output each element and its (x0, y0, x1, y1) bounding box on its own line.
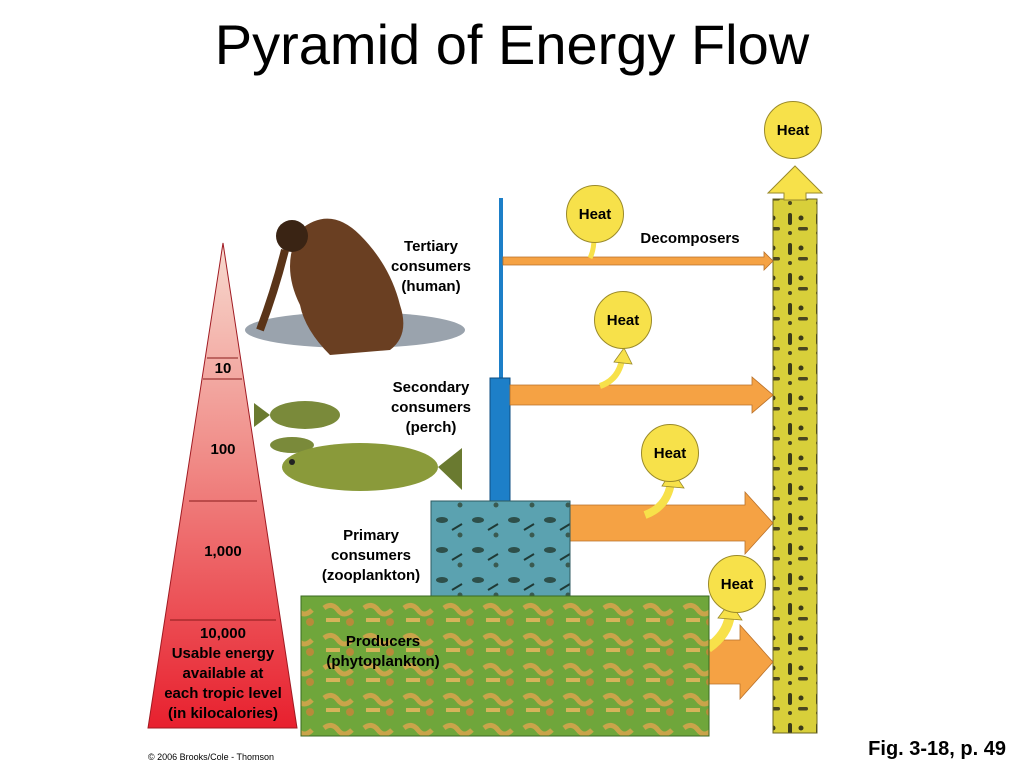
secondary-decomposer-arrow (509, 376, 774, 414)
tertiary-decomposer-arrow (502, 251, 774, 271)
pyramid-bottom-value: 10,000 (200, 625, 246, 642)
energy-pyramid (147, 242, 298, 729)
perch-illustration (254, 401, 462, 491)
heat-circle-tertiary: Heat (566, 185, 624, 243)
energy-flow-bar (499, 198, 503, 383)
primary-decomposer-arrow (569, 490, 774, 556)
label-line: consumers (330, 547, 412, 564)
label-line: consumers (390, 258, 472, 275)
heat-arrow-secondary (598, 359, 625, 389)
producer-decomposer-arrow (708, 623, 774, 701)
zooplankton-box (430, 500, 571, 602)
label-line: (zooplankton) (321, 567, 421, 584)
pyramid-caption-line: (in kilocalories) (167, 705, 279, 722)
pyramid-level-10000: 10,000 Usable energy available at each t… (150, 624, 296, 724)
heat-circle-producers: Heat (708, 555, 766, 613)
producers-box (300, 595, 710, 737)
label-line: (phytoplankton) (326, 653, 440, 670)
decomposers-label: Decomposers (640, 230, 740, 247)
decomposer-heat-arrow (766, 165, 824, 201)
tertiary-consumers-label: Tertiary consumers (human) (378, 237, 484, 297)
label-line: Primary (343, 527, 399, 544)
label-line: consumers (390, 399, 472, 416)
pyramid-caption-line: available at (182, 665, 264, 682)
decomposer-column (772, 198, 818, 734)
label-line: Producers (345, 633, 421, 650)
human-illustration (245, 218, 465, 355)
label-line: (perch) (405, 419, 457, 436)
heat-circle-primary: Heat (641, 424, 699, 482)
pyramid-level-1000: 1,000 (204, 543, 242, 560)
heat-circle-decomposers: Heat (764, 101, 822, 159)
secondary-consumers-label: Secondary consumers (perch) (378, 378, 484, 438)
label-line: Tertiary (404, 238, 458, 255)
pyramid-caption-line: each tropic level (164, 685, 282, 702)
page-title: Pyramid of Energy Flow (214, 13, 810, 76)
label-line: (human) (401, 278, 461, 295)
pyramid-caption-line: Usable energy (171, 645, 275, 662)
pyramid-level-10: 10 (214, 360, 232, 377)
pyramid-level-100: 100 (210, 441, 236, 458)
figure-reference: Fig. 3-18, p. 49 (868, 738, 1006, 760)
copyright-notice: © 2006 Brooks/Cole - Thomson (148, 752, 275, 762)
energy-flow-bar-lower (489, 377, 511, 505)
producers-label: Producers (phytoplankton) (310, 632, 456, 672)
heat-circle-secondary: Heat (594, 291, 652, 349)
primary-consumers-label: Primary consumers (zooplankton) (308, 526, 434, 586)
label-line: Secondary (392, 379, 470, 396)
